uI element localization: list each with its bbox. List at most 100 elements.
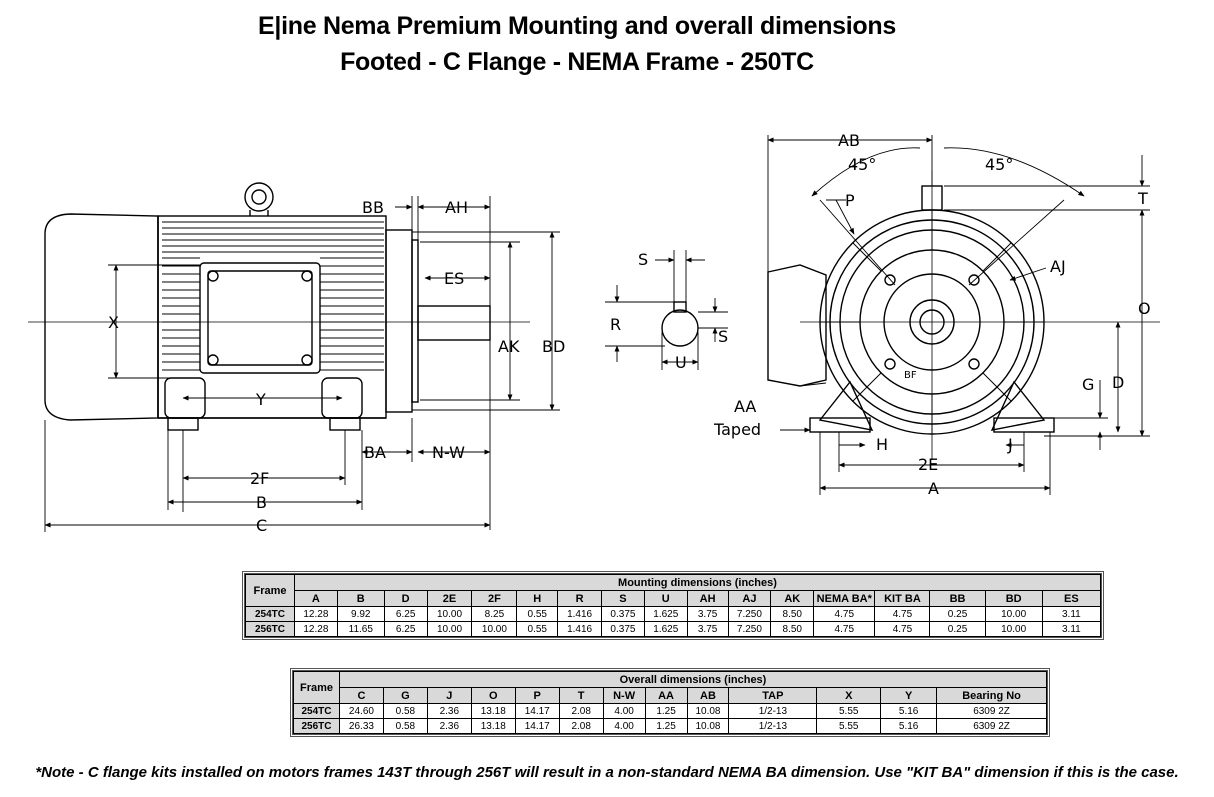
table-cell: 4.00 [602,718,646,734]
label-aa: AA [734,397,756,416]
table-cell: 0.58 [382,718,428,734]
label-es: ES [444,269,464,288]
overall-group-header: Overall dimensions (inches) [338,671,1048,688]
table-cell: 3.75 [686,621,729,637]
table-cell: 6309 2Z [936,703,1047,719]
table-cell: 8.50 [770,606,815,622]
label-ak: AK [498,337,520,356]
label-x: X [108,313,119,332]
label-s-top: S [638,250,648,269]
mounting-dimensions-table: Frame Mounting dimensions (inches) A B D… [245,574,1102,637]
mount-col-header: BB [929,590,986,607]
table-row: 254TC 24.60 0.58 2.36 13.18 14.17 2.08 4… [293,703,1047,719]
mounting-dimensions-table-frame: Frame Mounting dimensions (inches) A B D… [242,571,1104,640]
label-bb: BB [362,198,384,217]
table-cell: 4.00 [602,703,646,719]
label-bd: BD [542,337,565,356]
table-cell: 1/2-13 [728,703,818,719]
overall-col-header: X [816,687,882,704]
table-cell: 2.08 [558,703,604,719]
overall-col-header: O [470,687,516,704]
label-t: T [1137,189,1148,208]
label-bf: BF [904,370,917,381]
mount-frame-header: Frame [245,574,295,607]
table-cell: 7.250 [727,621,772,637]
row-frame-label: 256TC [245,621,295,637]
mount-col-header: H [516,590,559,607]
motor-dimension-drawing: BB AH ES X AK BD Y BA N-W 2F B C S R S U… [28,131,1160,535]
table-cell: 5.16 [880,718,938,734]
title-line-1: E|ine Nema Premium Mounting and overall … [258,12,896,40]
overall-col-header: TAP [728,687,818,704]
mount-col-header: B [336,590,385,607]
label-y: Y [255,390,266,409]
mount-group-header: Mounting dimensions (inches) [293,574,1102,591]
overall-col-header: Y [880,687,938,704]
table-cell: 6.25 [383,606,428,622]
label-d: D [1112,373,1124,392]
table-cell: 4.75 [813,606,876,622]
table-cell: 1.625 [643,621,688,637]
row-frame-label: 254TC [245,606,295,622]
label-g: G [1082,375,1094,394]
label-2f: 2F [250,469,269,488]
table-row: 256TC 12.28 11.65 6.25 10.00 10.00 0.55 … [245,621,1102,637]
motor-end-view [767,135,1160,495]
table-cell: 10.00 [984,621,1043,637]
table-cell: 0.375 [601,621,645,637]
row-frame-label: 254TC [293,703,340,719]
table-cell: 6.25 [383,621,428,637]
mount-col-header: BD [984,590,1043,607]
mount-col-header: A [293,590,338,607]
label-ba: BA [364,443,386,462]
table-cell: 0.58 [382,703,428,719]
label-s-side: S [718,327,728,346]
table-cell: 4.75 [874,621,931,637]
label-ah: AH [445,198,468,217]
mount-col-header: KIT BA [874,590,931,607]
label-r: R [610,315,621,334]
table-cell: 0.25 [929,606,986,622]
overall-frame-header: Frame [293,671,340,704]
table-cell: 8.50 [770,621,815,637]
mount-col-header: AK [770,590,815,607]
overall-col-header: T [558,687,604,704]
shaft-section-view [605,250,728,370]
label-c: C [256,516,267,535]
mount-col-header: 2F [471,590,518,607]
table-cell: 13.18 [470,703,516,719]
title-line-2: Footed - C Flange - NEMA Frame - 250TC [340,48,814,76]
table-cell: 9.92 [336,606,385,622]
overall-col-header: C [338,687,384,704]
table-cell: 12.28 [293,621,338,637]
overall-col-header: P [514,687,560,704]
mount-col-header: NEMA BA* [813,590,876,607]
label-u: U [675,353,687,372]
table-cell: 11.65 [336,621,385,637]
mount-col-header: D [383,590,428,607]
table-cell: 3.11 [1041,621,1102,637]
overall-col-header: J [426,687,472,704]
footnote: *Note - C flange kits installed on motor… [35,764,1179,781]
table-row: 256TC 26.33 0.58 2.36 13.18 14.17 2.08 4… [293,718,1047,734]
table-cell: 0.375 [601,606,645,622]
table-cell: 1.25 [644,718,688,734]
overall-col-header: N-W [602,687,646,704]
table-cell: 1/2-13 [728,718,818,734]
label-taped: Taped [713,420,761,439]
label-o: O [1138,299,1151,318]
overall-col-header: G [382,687,428,704]
label-p: P [845,191,855,210]
table-cell: 4.75 [874,606,931,622]
label-b: B [256,493,267,512]
mount-col-header: AJ [727,590,772,607]
mount-col-header: U [643,590,688,607]
label-2e: 2E [918,455,938,474]
table-cell: 5.55 [816,703,882,719]
label-ab: AB [838,131,860,150]
motor-side-view [28,182,560,532]
label-h: H [876,435,888,454]
table-cell: 26.33 [338,718,384,734]
table-cell: 1.416 [557,606,603,622]
table-cell: 2.08 [558,718,604,734]
